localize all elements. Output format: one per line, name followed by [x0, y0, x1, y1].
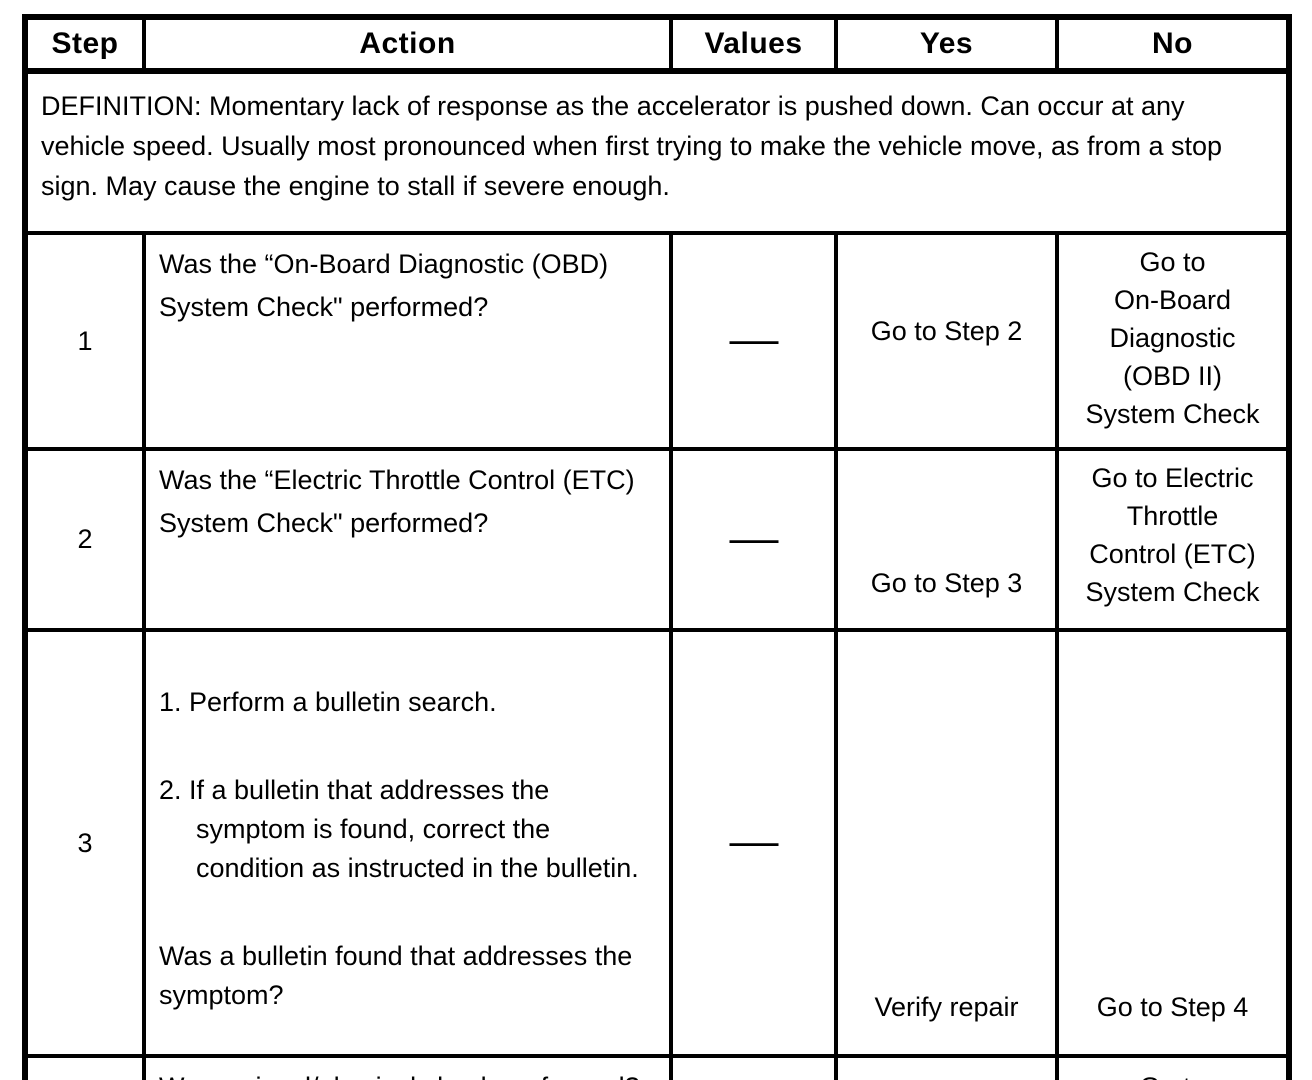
action-list-item: 1. Perform a bulletin search. [159, 687, 497, 717]
definition-text: DEFINITION: Momentary lack of response a… [23, 69, 1291, 235]
scanned-manual-page: Step Action Values Yes No DEFINITION: Mo… [0, 14, 1312, 1080]
action-question: Was a bulletin found that addresses the … [159, 941, 633, 1010]
action-text: Was the “Electric Throttle Control (ETC)… [142, 447, 673, 632]
col-header-step: Step [23, 15, 146, 74]
action-text: Was a visual/physical check performed? [142, 1054, 673, 1080]
dash-glyph: — [729, 325, 778, 356]
step-number: 2 [23, 447, 146, 632]
no-text: Go to Electric Throttle Control (ETC) Sy… [1055, 447, 1291, 632]
no-text: Go to Visual/Physical Check [1055, 1054, 1291, 1080]
table-row: 2 Was the “Electric Throttle Control (ET… [23, 447, 1291, 632]
no-text: Go to Step 4 [1055, 628, 1291, 1058]
table-row: 4 Was a visual/physical check performed?… [23, 1054, 1291, 1080]
yes-text: Go to Step 3 [834, 447, 1059, 632]
dash-glyph: — [729, 523, 778, 555]
yes-text: Go to Step 5 [834, 1054, 1059, 1080]
col-header-no: No [1055, 15, 1291, 74]
dash-glyph: — [729, 827, 778, 858]
values-dash: — [669, 628, 838, 1058]
action-list-item: 2. If a bulletin that addresses the symp… [159, 775, 639, 883]
action-text: Was the “On-Board Diagnostic (OBD) Syste… [142, 231, 673, 451]
step-number: 4 [23, 1054, 146, 1080]
step-number: 1 [23, 231, 146, 451]
step-number: 3 [23, 628, 146, 1058]
yes-text: Verify repair [834, 628, 1059, 1058]
yes-text: Go to Step 2 [834, 231, 1059, 451]
table-header-row: Step Action Values Yes No [23, 15, 1291, 74]
table-row: 3 1. Perform a bulletin search. 2. If a … [23, 628, 1291, 1058]
values-dash: — [669, 447, 838, 632]
no-text: Go to On-Board Diagnostic (OBD II) Syste… [1055, 231, 1291, 451]
values-dash: — [669, 1054, 838, 1080]
values-dash: — [669, 231, 838, 451]
definition-row: DEFINITION: Momentary lack of response a… [23, 69, 1291, 235]
col-header-action: Action [142, 15, 673, 74]
col-header-yes: Yes [834, 15, 1059, 74]
diagnostic-table: Step Action Values Yes No DEFINITION: Mo… [22, 14, 1292, 1080]
table-row: 1 Was the “On-Board Diagnostic (OBD) Sys… [23, 231, 1291, 451]
col-header-values: Values [669, 15, 838, 74]
action-text: 1. Perform a bulletin search. 2. If a bu… [142, 628, 673, 1058]
